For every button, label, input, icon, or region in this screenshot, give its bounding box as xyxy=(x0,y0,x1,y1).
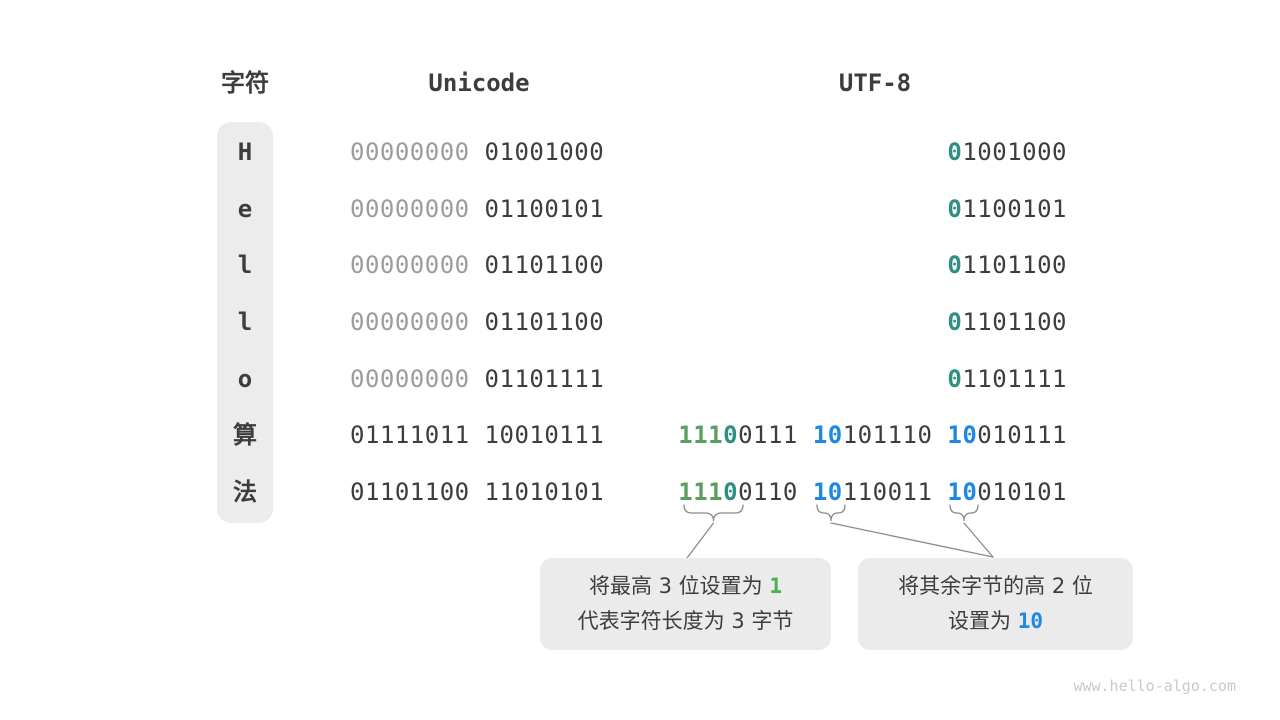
utf8-value: 01101100 xyxy=(947,308,1067,336)
unicode-value: 01111011 10010111 xyxy=(350,421,605,449)
unicode-value: 00000000 01101100 xyxy=(350,251,605,279)
header-utf8-label: UTF-8 xyxy=(838,69,912,97)
header-unicode-label: Unicode xyxy=(428,69,530,97)
char-cell: e xyxy=(237,195,253,223)
unicode-value: 00000000 01001000 xyxy=(350,138,605,166)
utf8-value: 11100110 10110011 10010101 xyxy=(678,478,1067,506)
unicode-value: 00000000 01100101 xyxy=(350,195,605,223)
watermark: www.hello-algo.com xyxy=(1073,677,1236,695)
callout-continuation-bits: 将其余字节的高 2 位 设置为 10 xyxy=(858,558,1133,650)
connector-left-callout xyxy=(686,522,715,559)
char-cell: 算 xyxy=(233,421,257,449)
char-cell: l xyxy=(237,308,253,336)
encoding-row: 算 01111011 10010111 11100111 10101110 10… xyxy=(0,421,1280,449)
char-cell: 法 xyxy=(233,478,257,506)
connector-right-callout-a xyxy=(830,522,994,558)
unicode-value: 01101100 11010101 xyxy=(350,478,605,506)
utf8-value: 01100101 xyxy=(947,195,1067,223)
highlight-1: 1 xyxy=(769,574,783,598)
brace-prefix-1110 xyxy=(683,504,744,522)
unicode-value: 00000000 01101111 xyxy=(350,365,605,393)
callout-line: 将最高 3 位设置为 1 xyxy=(588,574,783,598)
utf8-value: 01101111 xyxy=(947,365,1067,393)
utf8-value: 01001000 xyxy=(947,138,1067,166)
encoding-row: o 00000000 01101111 01101111 xyxy=(0,365,1280,393)
encoding-row: e 00000000 01100101 01100101 xyxy=(0,195,1280,223)
callout-high-bits: 将最高 3 位设置为 1 代表字符长度为 3 字节 xyxy=(540,558,831,650)
brace-prefix-10-a xyxy=(816,504,846,522)
char-cell: H xyxy=(237,138,253,166)
callout-line: 代表字符长度为 3 字节 xyxy=(577,609,794,633)
connector-right-callout-b xyxy=(963,522,994,558)
encoding-row: l 00000000 01101100 01101100 xyxy=(0,251,1280,279)
char-cell: o xyxy=(237,365,253,393)
encoding-row: 法 01101100 11010101 11100110 10110011 10… xyxy=(0,478,1280,506)
char-column-pill xyxy=(217,122,273,523)
encoding-row: H 00000000 01001000 01001000 xyxy=(0,138,1280,166)
char-cell: l xyxy=(237,251,253,279)
utf8-value: 01101100 xyxy=(947,251,1067,279)
highlight-10: 10 xyxy=(1017,609,1043,633)
brace-prefix-10-b xyxy=(949,504,979,522)
encoding-row: l 00000000 01101100 01101100 xyxy=(0,308,1280,336)
callout-line: 将其余字节的高 2 位 xyxy=(898,574,1093,598)
callout-line: 设置为 10 xyxy=(948,609,1043,633)
utf8-value: 11100111 10101110 10010111 xyxy=(678,421,1067,449)
unicode-value: 00000000 01101100 xyxy=(350,308,605,336)
header-char-label: 字符 xyxy=(221,69,269,97)
